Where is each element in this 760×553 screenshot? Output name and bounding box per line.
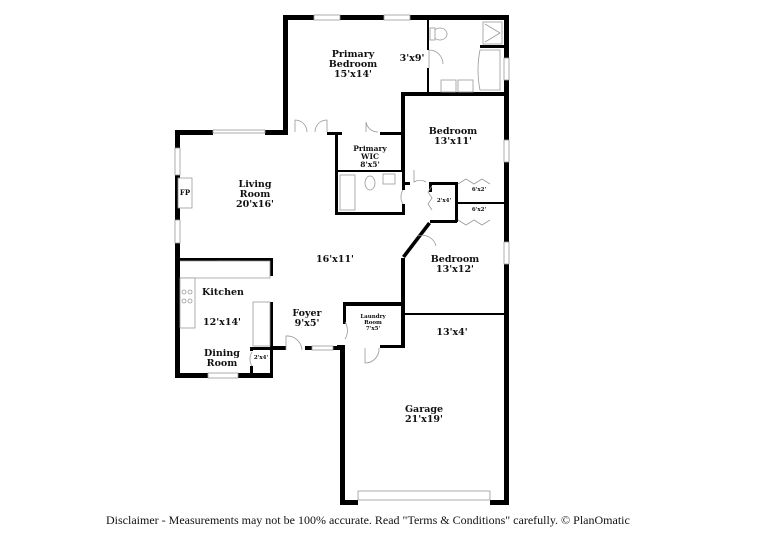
room-name: Bedroom — [328, 58, 378, 70]
room-dimensions: 15'x14' — [334, 68, 372, 80]
room-label-pantry: 2'x4' — [253, 355, 269, 362]
room-label-garage: Garage 21'x19' — [405, 405, 443, 425]
room-name: Primary — [331, 49, 375, 60]
room-dimensions: 21'x19' — [405, 413, 443, 425]
room-name: Foyer — [292, 308, 322, 319]
room-label-storage: 13'x4' — [436, 328, 467, 338]
fireplace-label: FP — [179, 188, 191, 197]
disclaimer-text: Disclaimer - Measurements may not be 100… — [106, 513, 630, 527]
room-label-primary-bedroom: Primary Bedroom 15'x14' — [329, 50, 377, 80]
room-label-primary-wic: Primary WIC 8'x5' — [353, 145, 387, 169]
room-name: Dining — [204, 348, 240, 359]
room-dimensions: 2'x4' — [253, 355, 269, 361]
room-label-primary-bath: 3'x9' — [400, 54, 425, 64]
room-name: Bedroom — [430, 254, 480, 265]
room-label-living-room: Living Room 20'x16' — [236, 180, 274, 210]
room-name: Bedroom — [428, 126, 478, 137]
room-dimensions: 20'x16' — [236, 198, 274, 210]
room-name: Room — [239, 188, 271, 200]
room-label-closet-a: 6'x2' — [471, 187, 487, 194]
room-dimensions: 8'x5' — [360, 159, 380, 169]
room-dimensions: 13'x11' — [434, 135, 472, 147]
room-dimensions: 3'x9' — [399, 53, 425, 64]
room-dimensions: 6'x2' — [471, 187, 487, 193]
room-name: Kitchen — [202, 287, 244, 298]
room-name: Living — [238, 179, 272, 190]
room-label-bedroom-3: Bedroom 13'x12' — [431, 255, 479, 275]
room-label-kitchen-dims: 12'x14' — [203, 318, 241, 328]
room-label-dining-room: Dining Room — [204, 349, 240, 369]
room-name: Primary — [353, 144, 387, 153]
room-name: WIC — [361, 151, 379, 161]
room-dimensions: 13'x12' — [436, 263, 474, 275]
fixtures — [177, 21, 503, 347]
fireplace-text: FP — [179, 188, 191, 197]
room-label-bedroom-2: Bedroom 13'x11' — [429, 127, 477, 147]
room-name: Room — [206, 357, 238, 369]
room-label-kitchen: Kitchen — [202, 288, 244, 298]
room-name: Laundry — [360, 314, 386, 320]
room-dimensions: 6'x2' — [471, 207, 487, 213]
room-name: Room — [364, 319, 382, 326]
room-label-foyer: Foyer 9'x5' — [292, 309, 321, 329]
windows — [174, 14, 510, 501]
room-label-closet-b: 6'x2' — [471, 207, 487, 214]
room-dimensions: 12'x14' — [203, 317, 241, 328]
room-name: Garage — [404, 404, 444, 415]
doors — [249, 49, 491, 367]
room-dimensions: 2'x4' — [436, 198, 452, 204]
room-dimensions: 7'x5' — [365, 325, 381, 332]
room-label-hallway: 16'x11' — [316, 255, 354, 265]
room-label-laundry: Laundry Room 7'x5' — [360, 314, 386, 332]
room-dimensions: 13'x4' — [436, 327, 468, 338]
room-dimensions: 9'x5' — [294, 317, 320, 329]
room-label-closet-small: 2'x4' — [436, 198, 452, 205]
room-dimensions: 16'x11' — [316, 254, 354, 265]
